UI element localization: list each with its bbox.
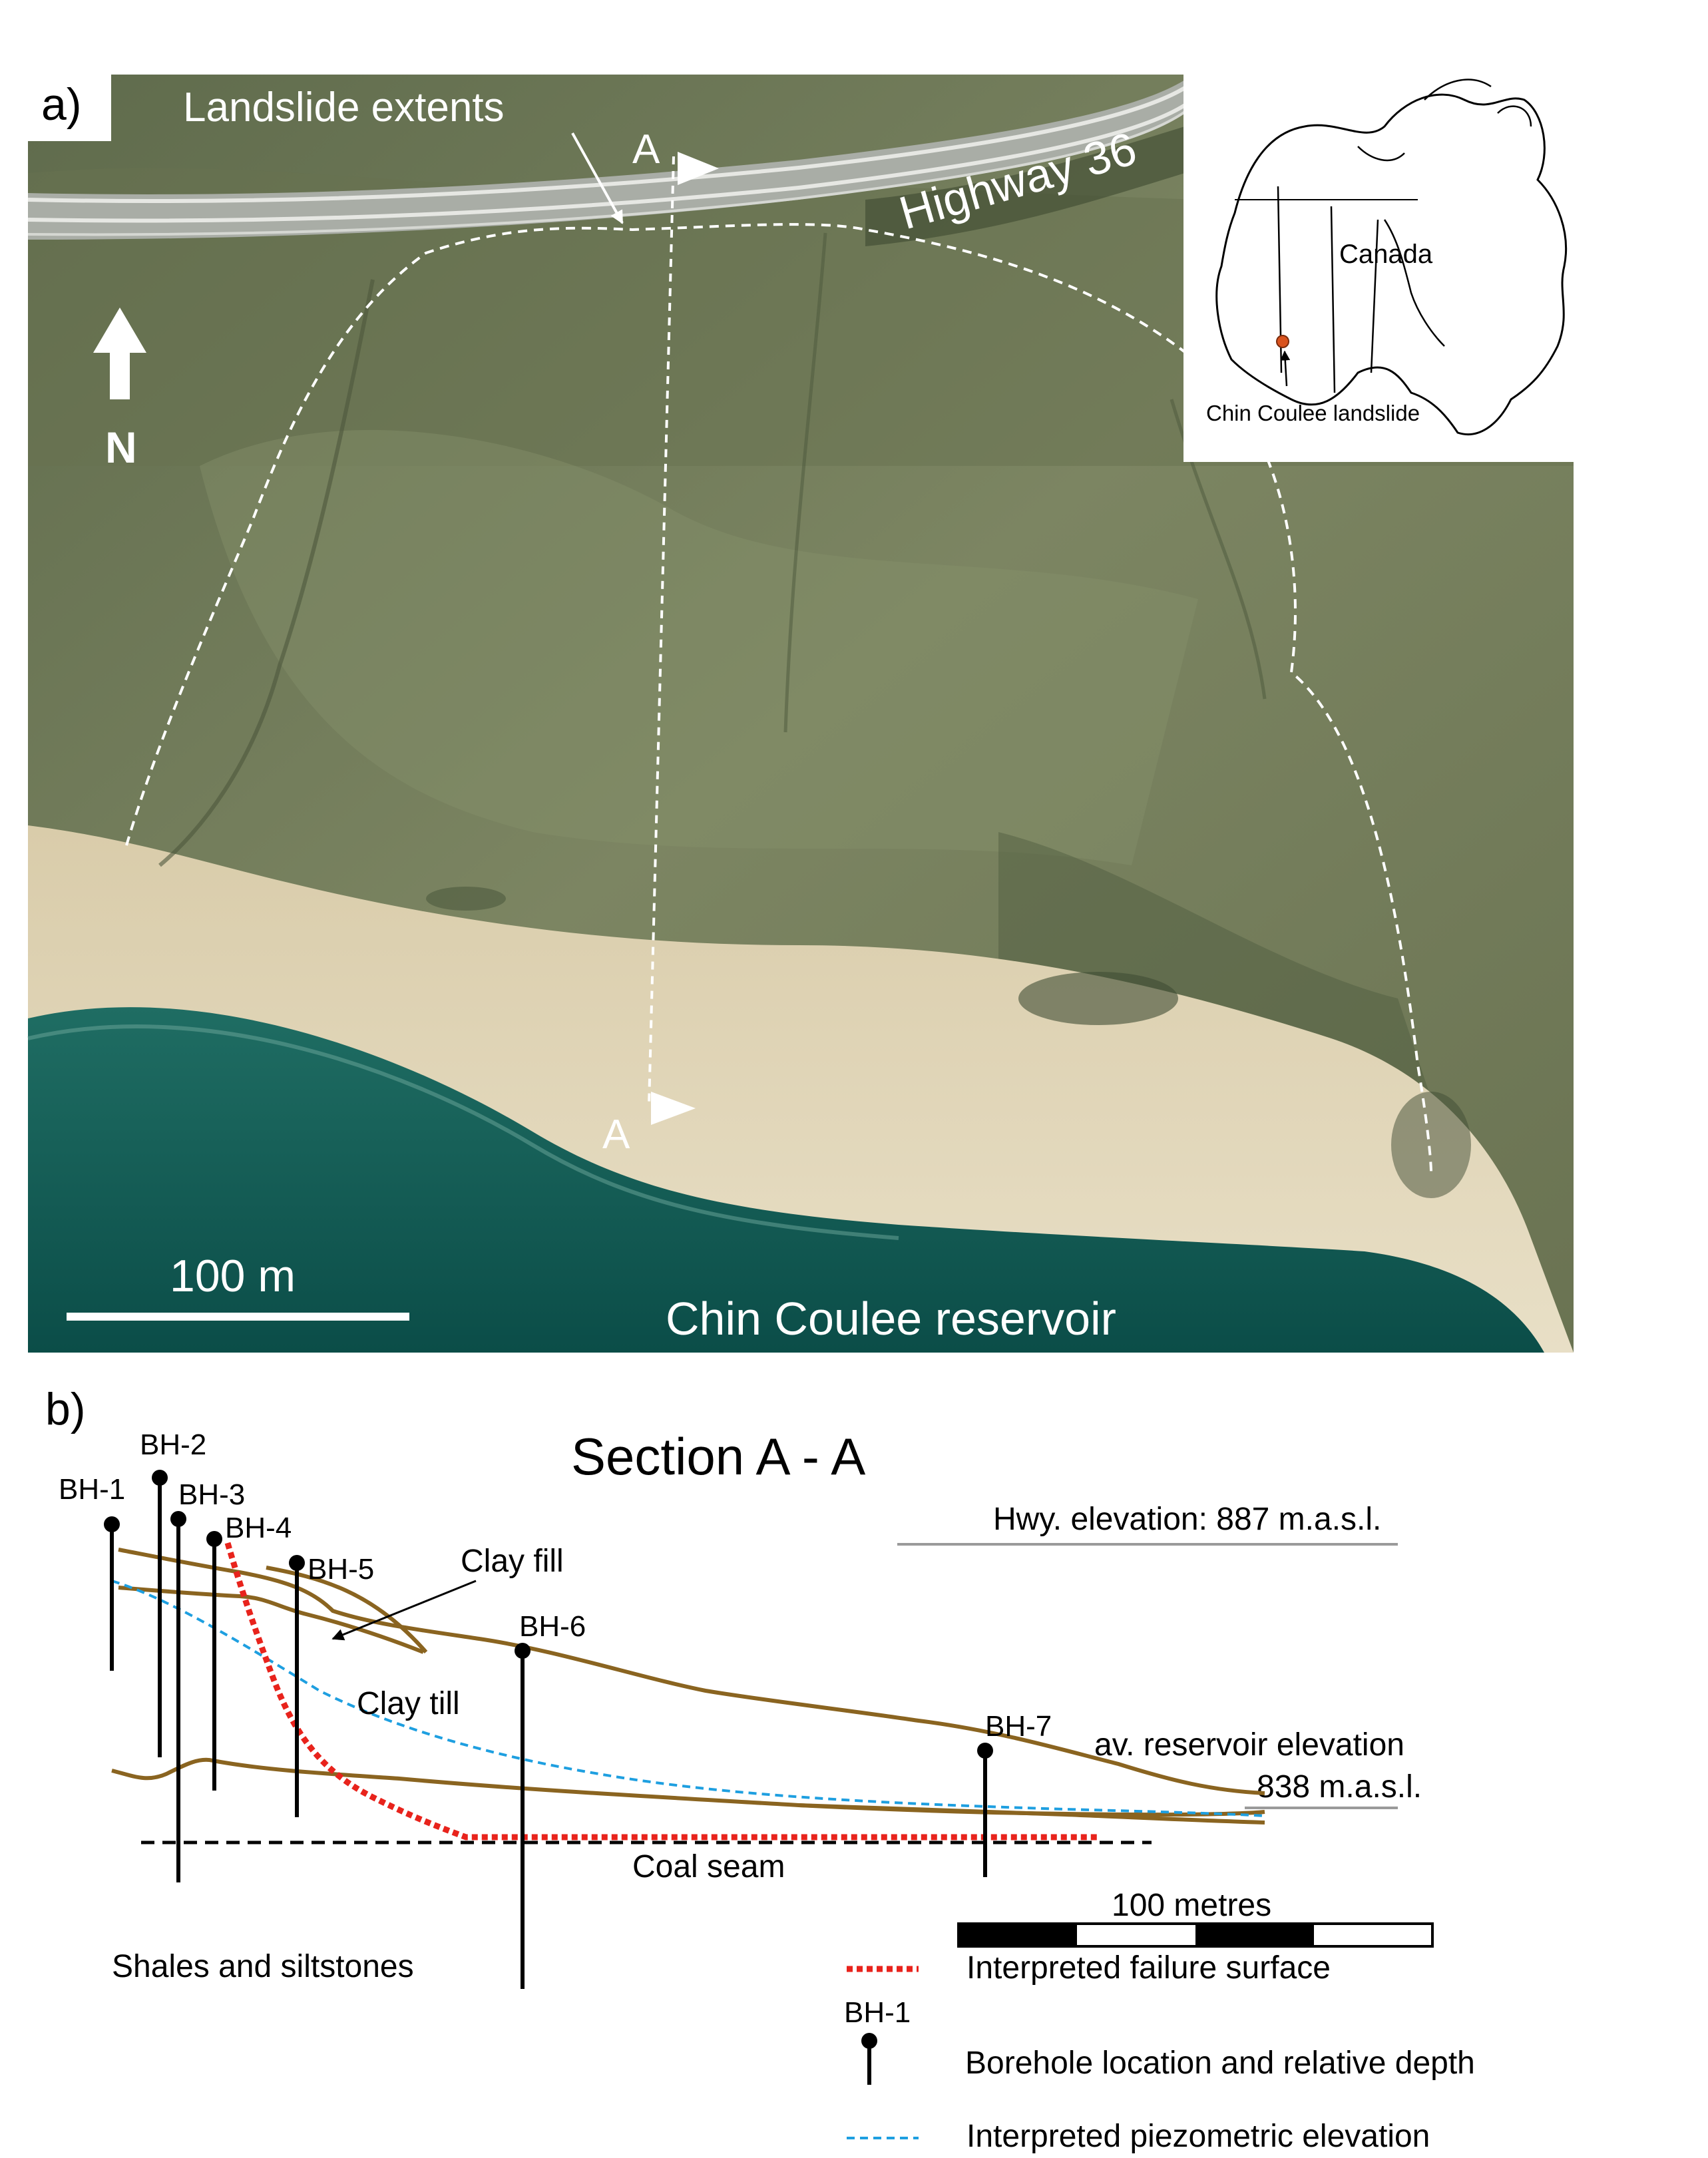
section-title: Section A - A [571,1427,865,1486]
section-label-top: A [632,126,660,172]
clay-till-lower-line [798,1803,1265,1825]
legend-borehole-id: BH-1 [844,1996,911,2029]
borehole-5-label: BH-5 [308,1553,374,1586]
borehole-1-label: BH-1 [59,1473,125,1506]
borehole-5-marker [289,1555,305,1571]
borehole-6-label: BH-6 [519,1610,586,1643]
section-line-a-a [648,156,675,1106]
reservoir-elevation-label-1: av. reservoir elevation [1094,1727,1404,1763]
section-arrow-bottom [651,1092,696,1125]
panel-a-label: a) [41,79,81,130]
legend-borehole-label: Borehole location and relative depth [965,2046,1475,2081]
reservoir-label: Chin Coulee reservoir [666,1293,1116,1345]
panel-b-label: b) [45,1384,85,1434]
borehole-7-label: BH-7 [985,1710,1052,1743]
clay-fill-pointer [331,1580,477,1641]
scale-metres-label: 100 metres [1112,1888,1271,1923]
scale-label: 100 m [170,1251,296,1301]
hwy-elevation-label: Hwy. elevation: 887 m.a.s.l. [993,1502,1381,1537]
borehole-4-label: BH-4 [225,1512,292,1544]
canada-inset-map [1183,75,1574,462]
panel-a-label-bg [28,75,111,141]
strata-lines [111,1548,1265,1825]
north-label: N [105,423,137,472]
shales-label: Shales and siltstones [112,1949,414,1984]
borehole-6-marker [515,1643,531,1659]
clay-fill-base-line [118,1586,425,1654]
reservoir-elevation-label-2: 838 m.a.s.l. [1257,1769,1422,1805]
borehole-3-marker [170,1511,186,1527]
scale-bar-metres [957,1922,1434,1948]
legend-piezometric-label: Interpreted piezometric elevation [966,2119,1430,2154]
inset-country-label: Canada [1339,240,1433,269]
section-label-bottom: A [602,1112,630,1158]
clay-till-label: Clay till [357,1686,460,1721]
borehole-1-marker [104,1516,120,1532]
landslide-extents-pointer [571,132,624,224]
landslide-extents-label: Landslide extents [183,85,505,130]
legend [847,1966,919,2139]
boreholes: BH-1 BH-2BH-3BH-4BH-5BH-6BH-7 [59,1428,1052,1989]
landslide-extents-boundary [125,223,1432,1172]
clay-fill-label: Clay fill [461,1544,564,1579]
borehole-4-marker [206,1531,222,1547]
borehole-3-label: BH-3 [178,1478,245,1511]
piezometric-line [111,1580,1265,1817]
borehole-7-marker [977,1743,993,1759]
clay-fill-upper-line [266,1566,428,1653]
section-arrow-top [678,152,719,185]
ground-surface-line [118,1548,1265,1795]
north-arrow-icon [93,308,146,399]
inset-site-label: Chin Coulee landslide [1206,401,1420,425]
clay-till-base-line [111,1757,1265,1817]
legend-failure-label: Interpreted failure surface [966,1950,1331,1986]
failure-surface-line [224,1542,1098,1840]
borehole-2-marker [152,1470,168,1486]
borehole-2-label: BH-2 [140,1428,206,1461]
coal-seam-label: Coal seam [632,1849,785,1884]
